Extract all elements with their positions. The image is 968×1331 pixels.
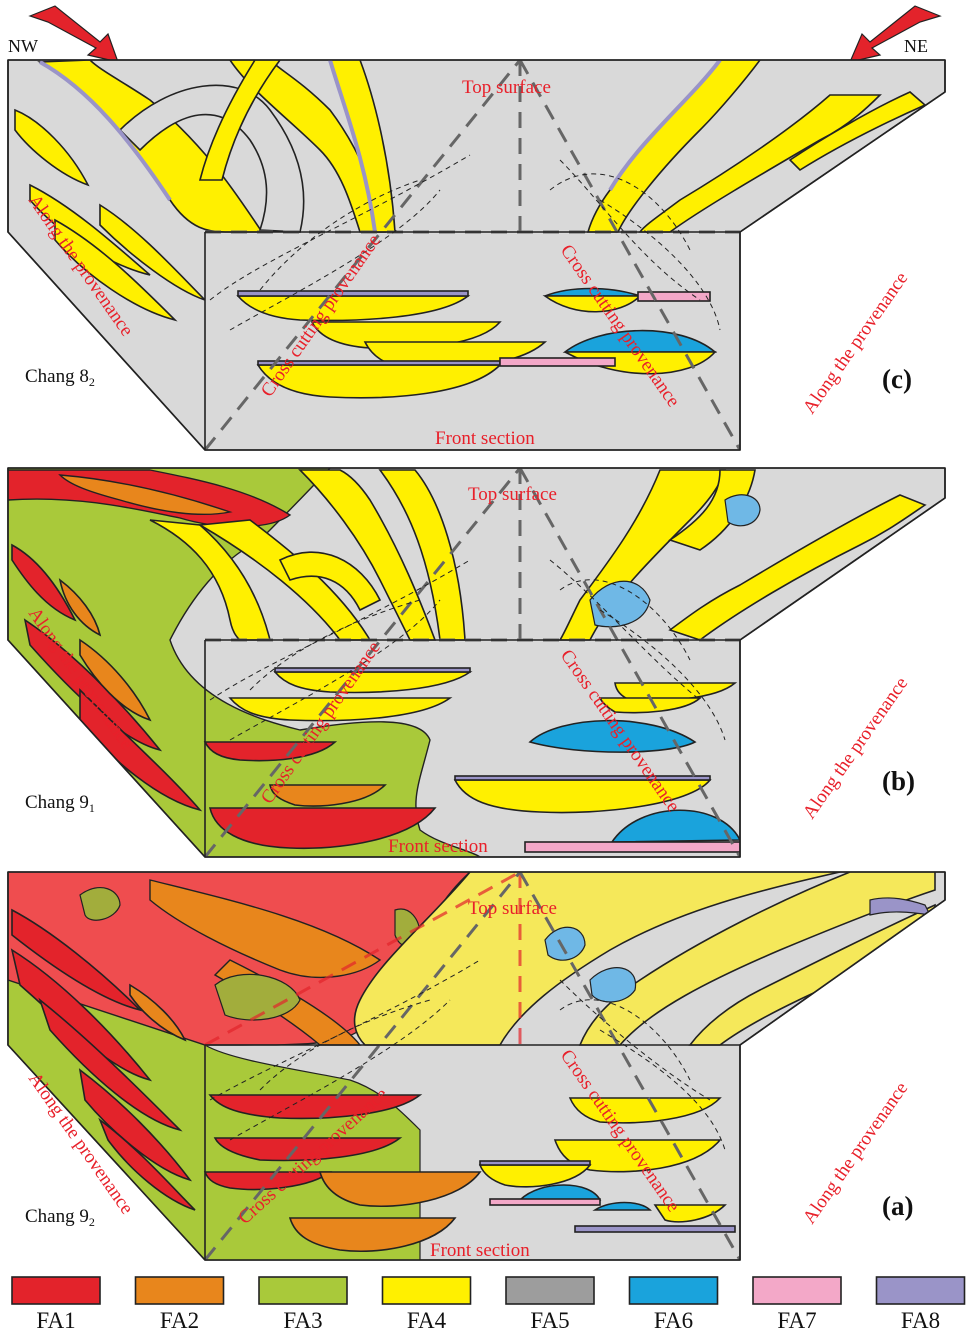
legend-label-fa7: FA7	[777, 1308, 816, 1331]
panel-a-top-surface: Top surface	[468, 898, 557, 919]
panel-b-front-lenses	[203, 667, 742, 853]
panel-a-thin-dashes	[209, 959, 726, 1151]
panel-b: Top surface Front section Along the prov…	[7, 467, 946, 858]
legend-swatch-fa6	[628, 1276, 719, 1305]
panel-b-letter: (b)	[882, 766, 915, 796]
panel-c-top-channels	[37, 60, 927, 233]
legend-swatch-fa3	[258, 1276, 348, 1305]
panel-a-front-lenses	[203, 1094, 736, 1253]
panel-a: Top surface Front section Along the prov…	[7, 871, 946, 1261]
legend-swatch-fa1	[11, 1276, 101, 1305]
nw-label: NW	[8, 36, 38, 56]
legend-label-fa8: FA8	[901, 1308, 940, 1331]
legend-label-fa4: FA4	[407, 1308, 447, 1331]
legend-swatch-fa5	[505, 1276, 595, 1305]
panel-c-left-lenses	[14, 108, 206, 322]
panel-a-letter: (a)	[882, 1191, 913, 1221]
panel-a-left-lenses	[10, 908, 196, 1211]
panel-c-front-lenses	[236, 287, 718, 399]
legend-label-fa1: FA1	[36, 1308, 75, 1331]
panel-b-top-surface: Top surface	[468, 484, 557, 505]
panel-c-top-fa8-rims	[39, 60, 722, 233]
legend-label-fa3: FA3	[283, 1308, 322, 1331]
legend-swatch-fa4	[381, 1276, 472, 1305]
panel-b-right-side-label: Along the provenance	[799, 673, 912, 822]
legend-label-fa2: FA2	[160, 1308, 199, 1331]
panel-b-thin-dashes	[209, 559, 726, 741]
legend-label-fa5: FA5	[530, 1308, 569, 1331]
ne-label: NE	[904, 36, 928, 56]
legend: FA1 FA2 FA3 FA4 FA5 FA6 FA7 FA8	[11, 1276, 966, 1331]
panel-b-front-section: Front section	[388, 836, 488, 857]
panel-b-right-lenses	[743, 579, 936, 850]
panel-a-dashed-lines	[204, 872, 522, 1047]
panel-b-interval: Chang 91	[25, 792, 95, 815]
panel-c-letter: (c)	[882, 364, 912, 394]
nw-provenance-arrow	[28, 5, 119, 63]
panel-a-top-channels	[353, 872, 936, 1046]
panel-c-interval: Chang 82	[25, 366, 95, 389]
panel-c-front-section: Front section	[435, 428, 535, 449]
panel-a-front-section: Front section	[430, 1240, 530, 1261]
panel-b-left-lenses	[11, 543, 203, 812]
panel-c: Top surface Front section Along the prov…	[7, 59, 946, 451]
panel-a-interval: Chang 92	[25, 1206, 95, 1229]
legend-swatch-fa8	[875, 1276, 966, 1305]
legend-swatch-fa7	[752, 1276, 842, 1305]
panel-c-top-surface: Top surface	[462, 77, 551, 98]
panel-c-right-side-label: Along the provenance	[799, 268, 912, 417]
legend-swatch-fa2	[134, 1276, 225, 1305]
legend-label-fa6: FA6	[654, 1308, 693, 1331]
panel-c-thin-dashes	[209, 154, 721, 331]
